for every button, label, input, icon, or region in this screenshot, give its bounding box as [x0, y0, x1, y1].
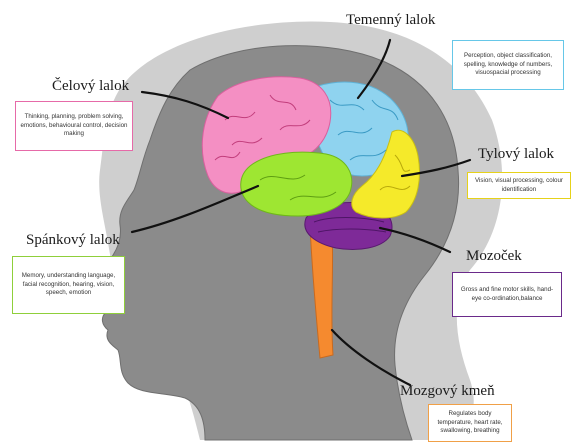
cerebellum-title: Mozoček: [466, 248, 522, 265]
temporal-lobe-title: Spánkový lalok: [26, 232, 120, 249]
temporal-lobe: [241, 152, 352, 216]
temporal-lobe-description: Memory, understanding language, facial r…: [12, 256, 125, 314]
cerebellum-description: Gross and fine motor skills, hand-eye co…: [452, 272, 562, 317]
brainstem-description: Regulates body temperature, heart rate, …: [428, 404, 512, 442]
frontal-lobe-description: Thinking, planning, problem solving, emo…: [15, 101, 133, 151]
parietal-lobe-description: Perception, object classification, spell…: [452, 40, 564, 90]
occipital-lobe-description: Vision, visual processing, colour identi…: [467, 172, 571, 199]
parietal-lobe-title: Temenný lalok: [346, 12, 435, 29]
brainstem-title: Mozgový kmeň: [400, 383, 495, 400]
occipital-lobe-title: Tylový lalok: [478, 146, 554, 163]
frontal-lobe-title: Čelový lalok: [52, 78, 129, 95]
